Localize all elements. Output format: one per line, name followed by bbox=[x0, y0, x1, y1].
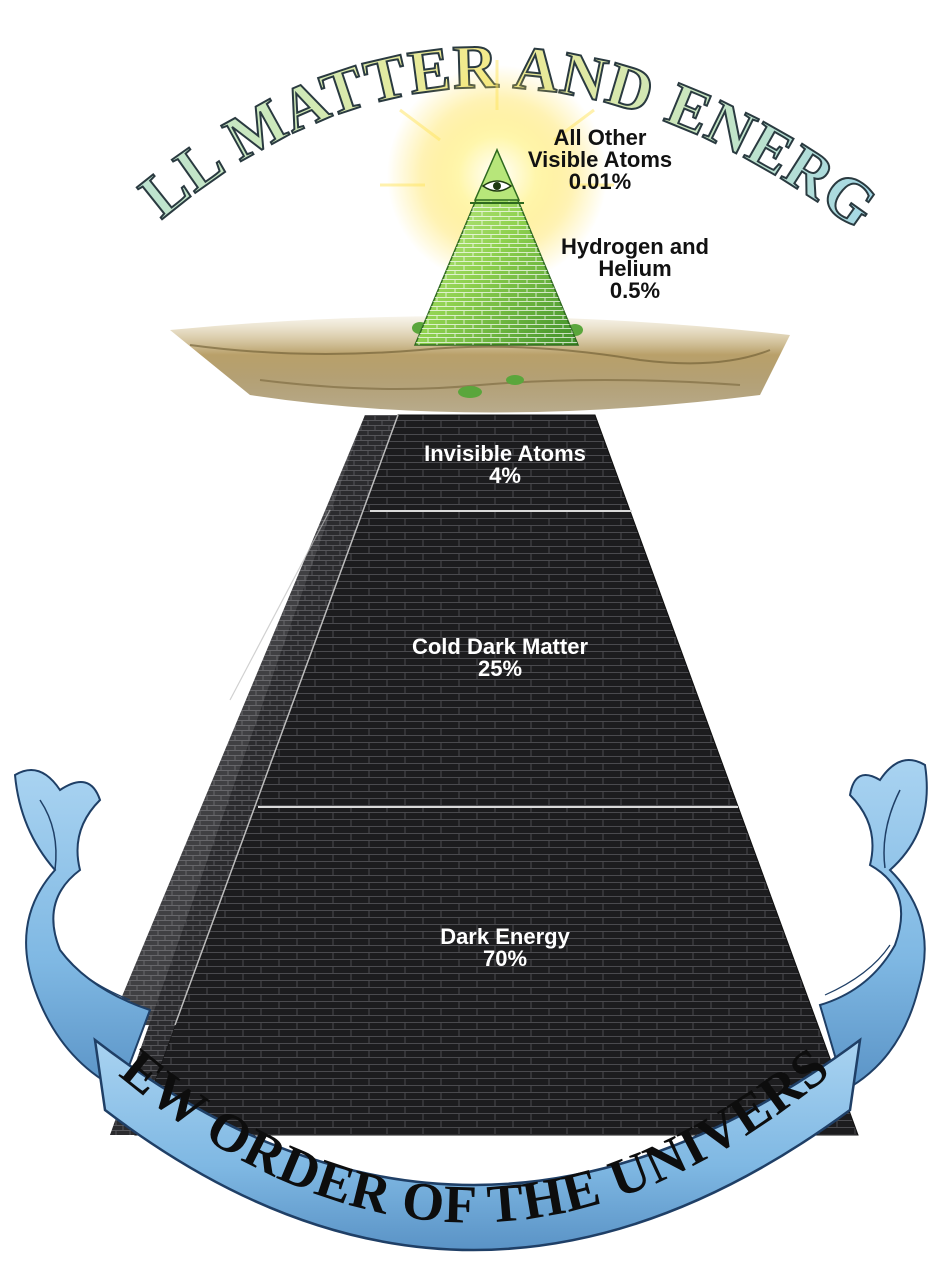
label-cold-dark-matter-name: Cold Dark Matter bbox=[411, 634, 589, 659]
label-dark-energy: Dark Energy 70% bbox=[405, 926, 605, 970]
label-invisible-atoms: Invisible Atoms 4% bbox=[405, 443, 605, 487]
label-other-visible-atoms: All Other Visible Atoms 0.01% bbox=[520, 127, 680, 193]
pyramid-left-bevel bbox=[110, 415, 398, 1135]
label-hydrogen-helium: Hydrogen and Helium 0.5% bbox=[550, 236, 720, 302]
label-dark-energy-name: Dark Energy bbox=[440, 924, 570, 949]
eye-icon bbox=[481, 180, 513, 192]
label-other-visible-atoms-value: 0.01% bbox=[568, 169, 632, 194]
ground-strip bbox=[170, 316, 790, 413]
ribbon-right-end bbox=[818, 759, 928, 1092]
green-capstone bbox=[413, 148, 580, 346]
label-invisible-atoms-value: 4% bbox=[489, 463, 521, 488]
glow-rays bbox=[380, 60, 614, 187]
label-hydrogen-helium-line1: Hydrogen and bbox=[561, 234, 709, 259]
label-other-visible-atoms-line1: All Other bbox=[553, 125, 647, 150]
label-other-visible-atoms-line2: Visible Atoms bbox=[527, 147, 673, 172]
label-hydrogen-helium-line2: Helium bbox=[598, 256, 672, 281]
label-dark-energy-value: 70% bbox=[482, 946, 528, 971]
label-hydrogen-helium-value: 0.5% bbox=[609, 278, 661, 303]
banner-ribbon bbox=[93, 1037, 862, 1252]
label-cold-dark-matter-value: 25% bbox=[477, 656, 523, 681]
label-cold-dark-matter: Cold Dark Matter 25% bbox=[390, 636, 610, 680]
edge-line-2 bbox=[229, 509, 331, 701]
label-invisible-atoms-name: Invisible Atoms bbox=[424, 441, 586, 466]
ribbon-left-end bbox=[13, 769, 152, 1092]
edge-line bbox=[174, 414, 399, 1026]
